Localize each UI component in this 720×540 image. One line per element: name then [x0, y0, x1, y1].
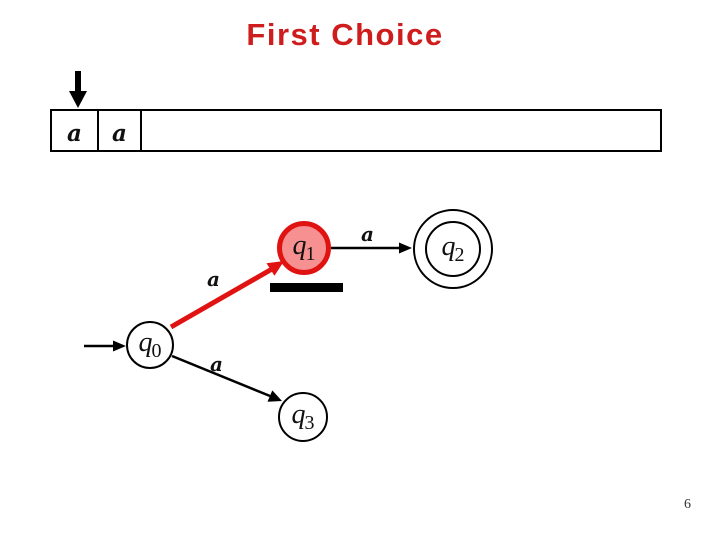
- state-q2-inner-circle: q2: [425, 221, 481, 277]
- tape-cell: a: [52, 111, 97, 150]
- state-label: q2: [441, 231, 465, 266]
- state-label: q0: [138, 327, 162, 362]
- tape-cell-symbol: a: [112, 119, 127, 147]
- slide-title: First Choice: [246, 17, 444, 52]
- transition-label-q0-q3: a: [210, 352, 223, 376]
- state-label: q3: [291, 399, 315, 434]
- state-q2-accepting: q2: [413, 209, 493, 289]
- input-tape: a a: [50, 109, 662, 152]
- highlight-bar: [270, 283, 343, 292]
- state-q1-highlighted: q1: [277, 221, 331, 275]
- tape-head-pointer-icon: [69, 71, 87, 108]
- page-number: 6: [684, 497, 691, 512]
- state-q3: q3: [278, 392, 328, 442]
- tape-cell: a: [97, 111, 140, 150]
- transition-label-q1-q2: a: [361, 222, 374, 246]
- transition-q0-q3: [171, 354, 282, 402]
- tape-cell: [140, 111, 660, 150]
- state-label: q1: [292, 230, 316, 265]
- transition-q0-q1: [169, 261, 284, 330]
- start-arrow: [84, 340, 126, 352]
- state-q0: q0: [126, 321, 174, 369]
- transition-label-q0-q1: a: [207, 267, 220, 291]
- tape-cell-symbol: a: [67, 119, 82, 147]
